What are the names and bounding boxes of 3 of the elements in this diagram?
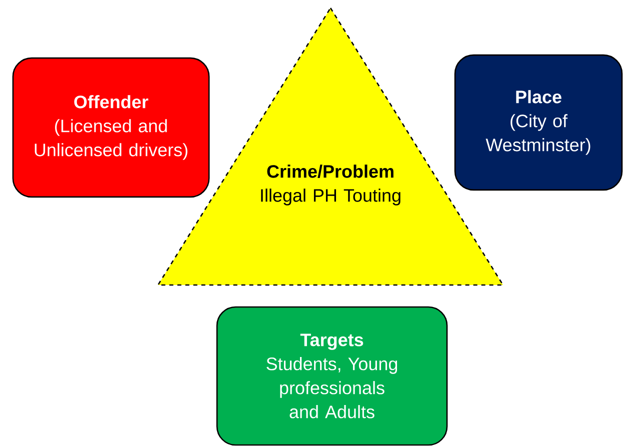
rounded-box: Targets Students, Young professionals and Adults	[216, 306, 448, 446]
rounded-box: Offender (Licensed and Unlicensed drivers)	[12, 57, 210, 198]
rounded-box: Place (City of Westminster)	[454, 54, 623, 191]
